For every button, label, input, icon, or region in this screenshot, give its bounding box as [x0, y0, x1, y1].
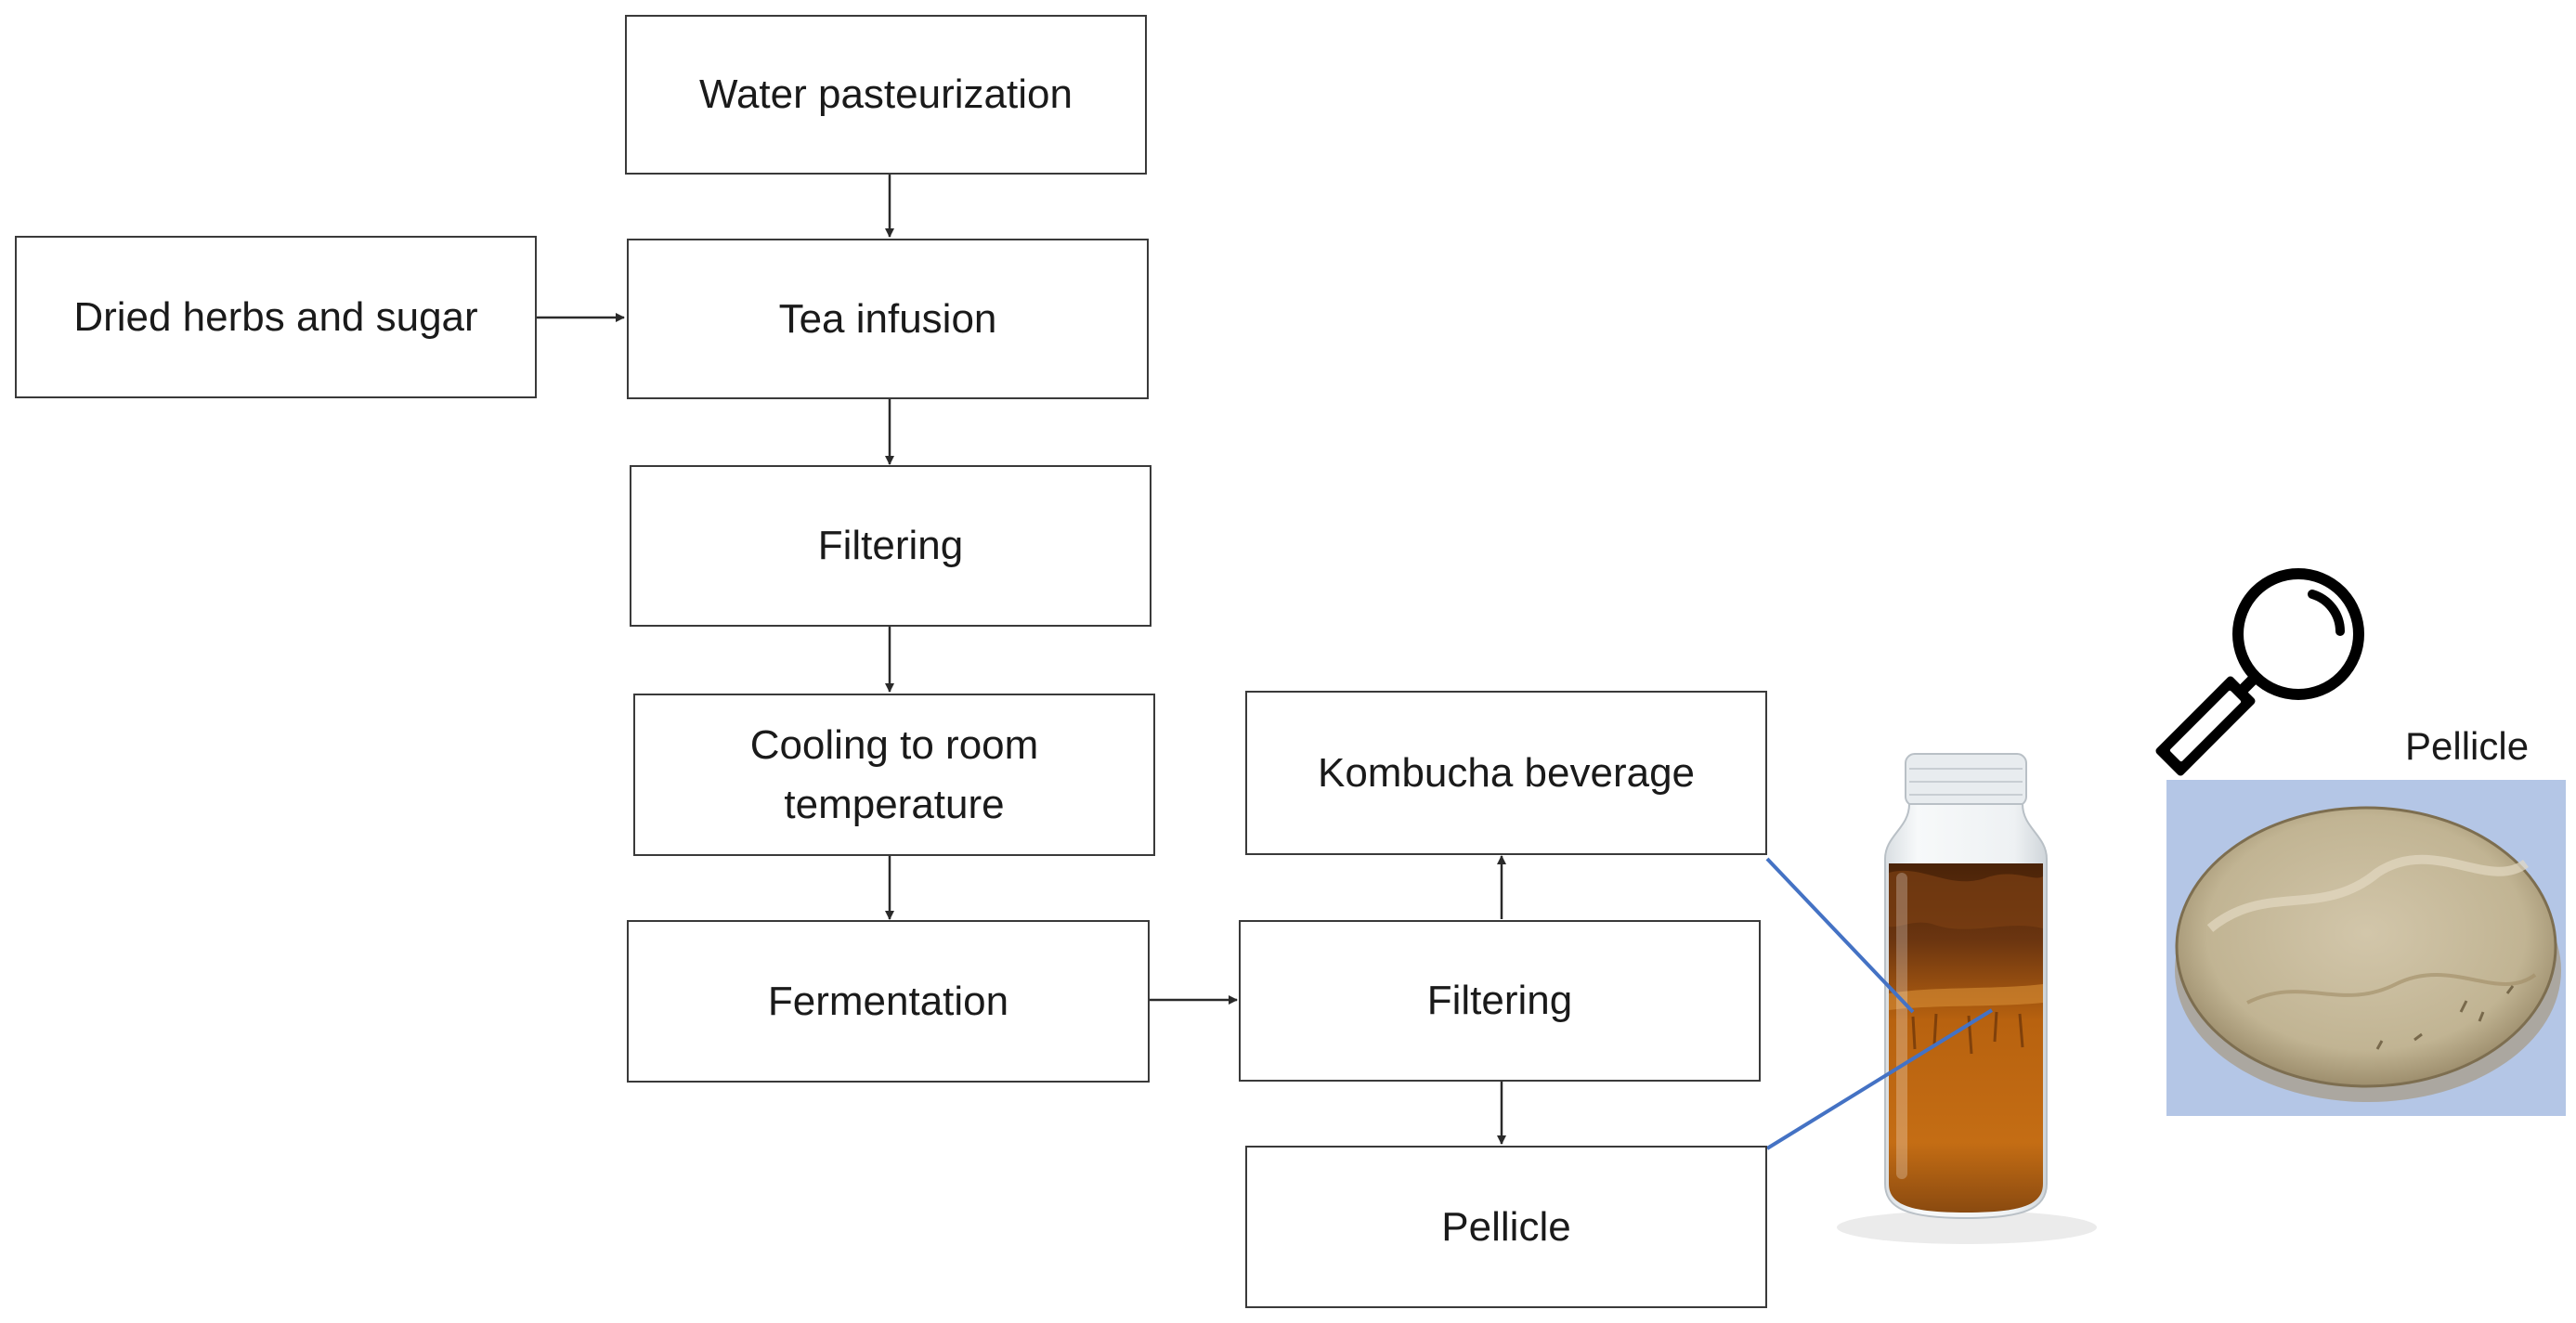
step-dried-herbs-and-sugar-label: Dried herbs and sugar — [73, 293, 478, 340]
step-tea-infusion-label: Tea infusion — [778, 295, 997, 342]
step-filtering-1-label: Filtering — [817, 523, 964, 569]
pointer-line-beverage — [1765, 857, 1915, 1014]
step-cooling-label: Cooling to room temperature — [749, 721, 1039, 827]
step-dried-herbs-and-sugar: Dried herbs and sugar — [15, 236, 537, 398]
step-kombucha-beverage: Kombucha beverage — [1245, 691, 1767, 855]
step-kombucha-beverage-label: Kombucha beverage — [1317, 749, 1696, 796]
step-tea-infusion: Tea infusion — [627, 239, 1149, 399]
pointer-line-pellicle — [1765, 1008, 1994, 1150]
step-filtering-1: Filtering — [630, 465, 1151, 627]
step-filtering-2-label: Filtering — [1426, 978, 1573, 1024]
step-filtering-2: Filtering — [1239, 920, 1761, 1082]
flow-arrows — [537, 175, 1506, 1145]
step-pellicle: Pellicle — [1245, 1146, 1767, 1308]
step-fermentation-label: Fermentation — [767, 978, 1009, 1024]
magnifying-glass-icon — [2155, 568, 2364, 776]
step-cooling: Cooling to room temperature — [633, 694, 1155, 856]
step-water-pasteurization-label: Water pasteurization — [699, 71, 1073, 118]
pellicle-photo — [2166, 780, 2566, 1116]
pellicle-photo-label: Pellicle — [2405, 724, 2530, 768]
step-water-pasteurization: Water pasteurization — [625, 15, 1147, 175]
pointer-lines — [1765, 857, 1994, 1150]
kombucha-jar-photo — [1837, 753, 2097, 1244]
step-pellicle-label: Pellicle — [1441, 1203, 1571, 1250]
step-fermentation: Fermentation — [627, 920, 1150, 1083]
